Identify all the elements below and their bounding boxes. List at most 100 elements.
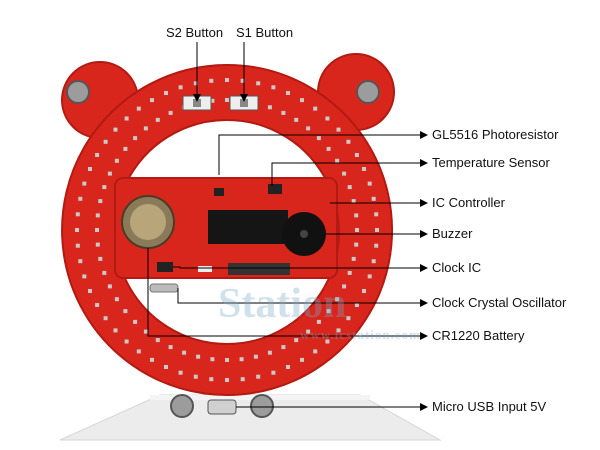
ic-controller-label: IC Controller [432, 195, 505, 210]
led-dot [267, 350, 272, 355]
led-dot [371, 259, 376, 264]
led-dot [102, 270, 107, 275]
led-dot [367, 181, 372, 186]
led-dot [103, 139, 108, 144]
led-dot [256, 81, 261, 86]
led-dot [286, 91, 290, 95]
photoresistor-label: GL5516 Photoresistor [432, 127, 559, 142]
led-dot [351, 199, 356, 204]
led-dot [75, 212, 80, 217]
led-dot [193, 81, 198, 86]
led-dot [136, 106, 141, 111]
led-dot [354, 153, 359, 157]
led-dot [225, 78, 229, 82]
arrow-heads [193, 94, 428, 411]
usb-input-label: Micro USB Input 5V [432, 399, 547, 414]
led-dot [82, 274, 87, 279]
led-dot [124, 339, 129, 344]
led-dot [113, 127, 118, 132]
led-dot [155, 338, 160, 343]
led-dot [164, 91, 168, 95]
led-dot [123, 309, 128, 314]
clock-ic-chip [157, 262, 173, 272]
led-dot [375, 228, 379, 232]
led-dot [355, 228, 359, 232]
pcb-ring [61, 64, 394, 396]
led-dot [371, 196, 376, 201]
led-dot [267, 105, 272, 110]
led-dot [133, 136, 138, 141]
led-dot [95, 153, 100, 157]
led-dot [103, 316, 108, 321]
led-dot [239, 357, 244, 362]
led-dot [114, 297, 119, 302]
led-dot [256, 374, 261, 379]
led-dot [306, 329, 311, 334]
led-dot [346, 139, 351, 144]
clock-ic-label: Clock IC [432, 260, 482, 275]
led-dot [95, 303, 100, 307]
led-dot [374, 212, 379, 217]
led-dot [367, 274, 372, 279]
led-dot [336, 328, 341, 333]
led-dot [347, 185, 352, 190]
led-dot [88, 167, 92, 171]
led-dot [210, 98, 215, 103]
led-dot [168, 345, 173, 350]
led-dot [281, 345, 286, 350]
led-dot [95, 213, 100, 218]
led-dot [82, 181, 87, 186]
led-dot [347, 270, 352, 275]
watermark-url: www.icstation.com [300, 327, 421, 342]
led-dot [271, 85, 276, 90]
led-dot [98, 256, 103, 261]
led-dot [150, 98, 154, 103]
led-dot [325, 339, 330, 344]
led-dot [362, 289, 366, 293]
led-dot [155, 117, 160, 122]
led-dot [354, 242, 359, 247]
led-dot [281, 110, 286, 115]
led-dot [313, 349, 318, 354]
led-dot [225, 358, 229, 362]
led-dot [107, 171, 112, 176]
led-dot [133, 319, 138, 324]
s1-button-label: S1 Button [236, 25, 294, 40]
led-dot [325, 116, 330, 121]
led-dot [336, 127, 341, 132]
led-dot [294, 117, 299, 122]
led-dot [178, 370, 183, 375]
led-dot [240, 377, 245, 382]
led-ring [75, 78, 379, 382]
led-dot [240, 78, 245, 83]
led-dot [209, 377, 214, 382]
led-dot [342, 284, 347, 289]
led-dot [286, 365, 290, 369]
led-dot [225, 378, 229, 382]
led-dot [75, 228, 79, 232]
crystal-oscillator [149, 283, 179, 293]
led-dot [374, 243, 379, 248]
led-dot [209, 78, 214, 83]
crystal-oscillator-label: Clock Crystal Oscillator [432, 295, 567, 310]
ic-controller-chip [208, 210, 288, 244]
led-dot [326, 309, 331, 314]
led-dot [294, 338, 299, 343]
led-dot [271, 370, 276, 375]
led-dot [182, 350, 187, 355]
led-dot [78, 196, 83, 201]
led-dot [313, 106, 318, 111]
led-dot [196, 354, 201, 359]
pointer-lines [147, 42, 420, 408]
led-dot [124, 116, 129, 121]
led-dot [354, 213, 359, 218]
led-dot [95, 228, 99, 232]
led-dot [351, 256, 356, 261]
led-dot [143, 126, 148, 131]
led-dot [300, 98, 304, 103]
led-dot [178, 85, 183, 90]
led-dot [164, 365, 168, 369]
led-dot [225, 98, 229, 102]
